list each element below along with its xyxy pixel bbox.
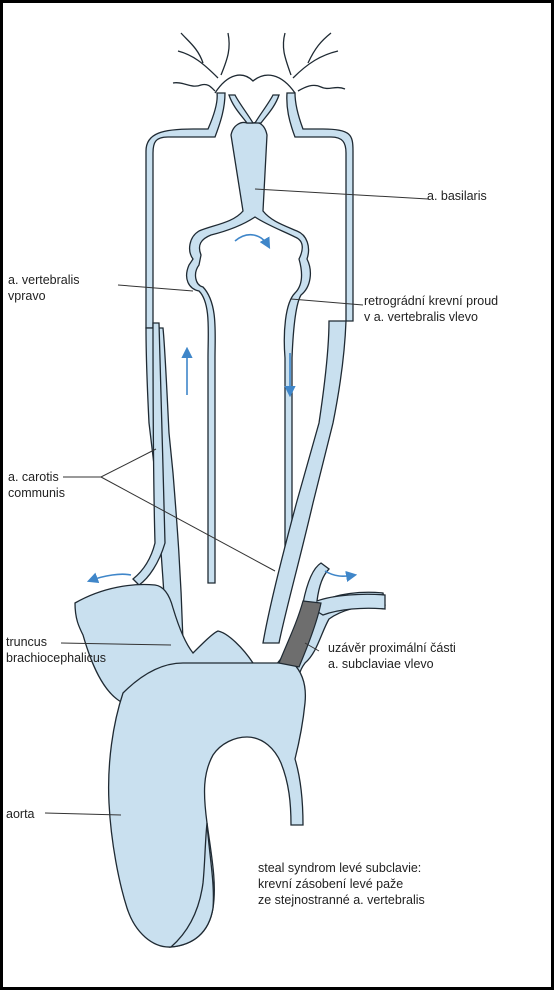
label-truncus-line1: truncus [6,634,106,650]
basilar-system [187,95,311,583]
cerebral-branches [173,33,345,93]
basilar-branch-left [229,95,253,123]
right-squiggle [298,85,345,91]
leader-carotis-2 [101,477,275,571]
label-truncus-line2: brachiocephalicus [6,650,106,666]
label-aorta: aorta [6,806,35,822]
circle-of-willis [215,75,295,93]
diagram-caption: steal syndrom levé subclavie: krevní zás… [258,860,425,908]
leader-basilaris [255,189,428,199]
label-carotis-line2: communis [8,485,65,501]
label-occlusion-line2: a. subclaviae vlevo [328,656,456,672]
label-vertebralis-right: a. vertebralis vpravo [8,272,80,304]
right-cerebral-branch [283,33,338,78]
steal-syndrome-diagram [3,3,551,987]
left-cerebral-branch [178,33,229,78]
arrow-right-arm [89,574,131,581]
label-carotis: a. carotis communis [8,469,65,501]
label-aorta-text: aorta [6,806,35,822]
leader-carotis-1 [63,449,156,477]
label-occlusion-line1: uzávěr proximální části [328,640,456,656]
caption-line3: ze stejnostranné a. vertebralis [258,892,425,908]
label-vertebralis-right-line2: vpravo [8,288,80,304]
great-vessels [75,321,385,947]
caption-line2: krevní zásobení levé paže [258,876,425,892]
label-basilaris-text: a. basilaris [427,188,487,204]
label-retrograde-line2: v a. vertebralis vlevo [364,309,498,325]
left-vertebral-upper [287,93,353,321]
leader-vertebralis-right [118,285,193,291]
flow-arrows [89,235,355,581]
right-vertebral-upper [146,93,225,328]
caption-line1: steal syndrom levé subclavie: [258,860,425,876]
label-carotis-line1: a. carotis [8,469,65,485]
left-squiggle [173,83,215,91]
arrow-circle-flow [235,235,269,247]
basilar-branch-right [255,95,279,123]
label-truncus: truncus brachiocephalicus [6,634,106,666]
label-basilaris: a. basilaris [427,188,487,204]
arrow-left-arm [325,571,355,576]
label-occlusion: uzávěr proximální části a. subclaviae vl… [328,640,456,672]
label-retrograde-line1: retrográdní krevní proud [364,293,498,309]
label-retrograde: retrográdní krevní proud v a. vertebrali… [364,293,498,325]
label-vertebralis-right-line1: a. vertebralis [8,272,80,288]
